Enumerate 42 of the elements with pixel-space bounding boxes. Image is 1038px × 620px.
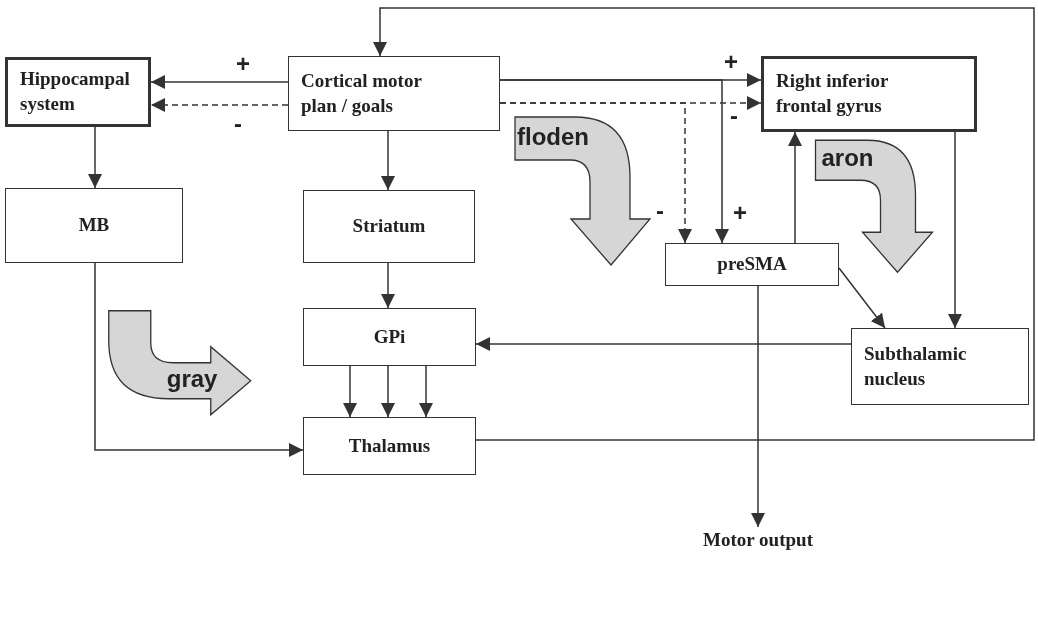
arrow bbox=[838, 267, 886, 329]
arrow bbox=[419, 365, 433, 418]
arrow bbox=[381, 130, 395, 191]
box-label: preSMA bbox=[717, 252, 787, 277]
arrow bbox=[150, 75, 289, 89]
edge-label: floden bbox=[517, 125, 589, 149]
edge-label: aron bbox=[821, 146, 874, 171]
block-arrow bbox=[814, 139, 934, 273]
process-box bbox=[5, 57, 151, 127]
arrow bbox=[343, 365, 357, 418]
box-label: GPi bbox=[373, 324, 406, 349]
arrow bbox=[499, 79, 729, 244]
process-box bbox=[303, 308, 476, 366]
process-box bbox=[288, 56, 500, 131]
box-label: Hippocampal system bbox=[20, 67, 131, 116]
block-arrow bbox=[514, 116, 651, 266]
arrow bbox=[499, 102, 692, 244]
arrow bbox=[94, 262, 304, 457]
box-label: Thalamus bbox=[348, 433, 431, 458]
process-box bbox=[851, 328, 1029, 405]
edge-label: gray bbox=[166, 366, 218, 391]
arrow bbox=[150, 98, 289, 112]
arrow bbox=[373, 7, 1035, 441]
process-box bbox=[665, 243, 839, 286]
process-box bbox=[761, 56, 977, 132]
arrow bbox=[475, 337, 852, 351]
box-label: Cortical motor plan / goals bbox=[301, 68, 423, 118]
box-label: MB bbox=[78, 213, 110, 238]
process-box bbox=[303, 190, 475, 263]
box-label: Subthalamic nucleus bbox=[864, 341, 968, 391]
output-label: Motor output bbox=[700, 527, 816, 591]
block-arrow bbox=[108, 310, 252, 416]
arrow bbox=[751, 285, 765, 528]
arrow bbox=[381, 365, 395, 418]
arrow bbox=[88, 126, 102, 189]
process-box bbox=[303, 417, 476, 475]
arrow bbox=[948, 131, 962, 329]
arrow bbox=[381, 262, 395, 309]
box-label: Striatum bbox=[352, 214, 426, 239]
box-label: Right inferior frontal gyrus bbox=[776, 69, 890, 118]
process-box bbox=[5, 188, 183, 263]
arrow bbox=[788, 131, 802, 244]
